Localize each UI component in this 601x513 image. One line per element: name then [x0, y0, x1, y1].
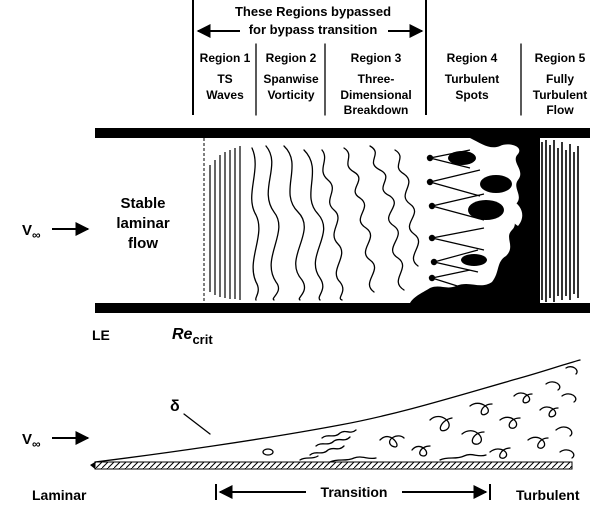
- bypass-title-line2: for bypass transition: [249, 22, 378, 37]
- svg-text:Region 2: Region 2: [266, 51, 317, 65]
- three-dimensional-breakdown: [321, 145, 420, 301]
- svg-text:flow: flow: [128, 235, 158, 252]
- svg-text:TS: TS: [217, 72, 232, 86]
- svg-text:Breakdown: Breakdown: [344, 103, 409, 117]
- svg-text:Spots: Spots: [455, 88, 489, 102]
- boundary-layer-edge: [94, 359, 581, 463]
- svg-text:Dimensional: Dimensional: [340, 88, 411, 102]
- svg-text:laminar: laminar: [116, 215, 170, 232]
- header: These Regions bypassed for bypass transi…: [192, 0, 587, 117]
- turbulent-spots: [410, 138, 540, 303]
- svg-text:Turbulent: Turbulent: [445, 72, 499, 86]
- spanwise-vorticity: [251, 145, 325, 301]
- svg-text:Fully: Fully: [546, 72, 574, 86]
- region-4-label: Region 4 Turbulent Spots: [445, 51, 499, 102]
- recrit-label: Recrit: [172, 326, 213, 347]
- svg-text:Region 4: Region 4: [447, 51, 498, 65]
- svg-text:Flow: Flow: [546, 103, 574, 117]
- side-view: V∞ δ: [22, 359, 581, 503]
- zone-transition-label: Transition: [321, 484, 388, 500]
- freestream-label-side: V∞: [22, 431, 90, 451]
- zone-turbulent-label: Turbulent: [516, 487, 580, 503]
- svg-text:Spanwise: Spanwise: [263, 72, 319, 86]
- svg-text:V∞: V∞: [22, 431, 41, 451]
- freestream-label-plan: V∞: [22, 222, 90, 242]
- plan-top-wall: [95, 128, 590, 138]
- region-3-label: Region 3 Three- Dimensional Breakdown: [340, 51, 411, 117]
- svg-text:Vorticity: Vorticity: [267, 88, 314, 102]
- region-1-label: Region 1 TS Waves: [200, 51, 251, 102]
- plan-view: V∞ Stable laminar flow: [22, 128, 590, 347]
- flat-plate: [94, 461, 573, 470]
- stable-laminar-label: Stable laminar flow: [116, 195, 170, 252]
- region-2-label: Region 2 Spanwise Vorticity: [263, 51, 319, 102]
- svg-text:Region 3: Region 3: [351, 51, 402, 65]
- svg-text:Region 5: Region 5: [535, 51, 586, 65]
- svg-text:Turbulent: Turbulent: [533, 88, 587, 102]
- zone-laminar-label: Laminar: [32, 487, 87, 503]
- plan-bottom-wall: [95, 303, 590, 313]
- transition-swirls: [262, 366, 578, 463]
- region-5-label: Region 5 Fully Turbulent Flow: [533, 51, 587, 117]
- svg-text:Stable: Stable: [120, 195, 165, 212]
- svg-text:V∞: V∞: [22, 222, 41, 242]
- bypass-title-line1: These Regions bypassed: [235, 4, 391, 19]
- svg-text:Three-: Three-: [358, 72, 395, 86]
- delta-label: δ: [170, 398, 180, 415]
- ts-waves: [209, 146, 241, 300]
- fully-turbulent-region: [537, 138, 579, 303]
- le-label: LE: [92, 327, 110, 343]
- svg-text:Waves: Waves: [206, 88, 244, 102]
- svg-text:Region 1: Region 1: [200, 51, 251, 65]
